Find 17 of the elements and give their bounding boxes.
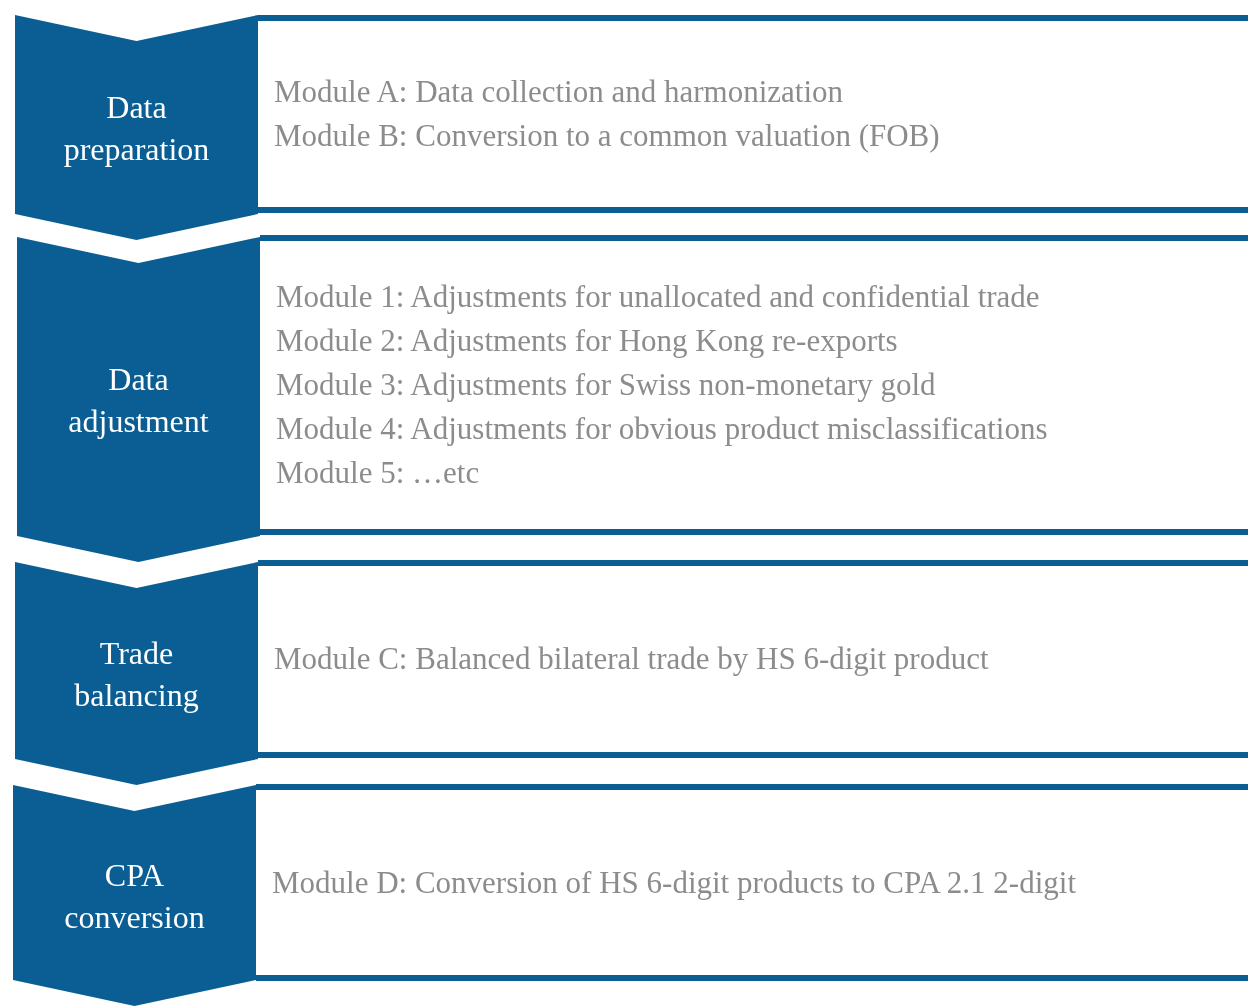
module-panel bbox=[260, 235, 1248, 535]
stage-label: Data preparation bbox=[62, 87, 211, 169]
module-text: Module 2: Adjustments for Hong Kong re-exports bbox=[276, 322, 898, 360]
module-text: Module A: Data collection and harmonization bbox=[274, 73, 844, 111]
stage-label: CPA conversion bbox=[63, 855, 206, 937]
stage-label: Trade balancing bbox=[73, 633, 200, 715]
module-panel bbox=[258, 560, 1248, 758]
module-text: Module 5: …etc bbox=[276, 454, 480, 492]
module-panel bbox=[256, 784, 1248, 981]
module-text: Module D: Conversion of HS 6-digit products to CPA 2.1 2-digit bbox=[272, 863, 1077, 902]
module-text: Module 3: Adjustments for Swiss non-monetary gold bbox=[276, 366, 936, 404]
module-panel bbox=[258, 15, 1248, 213]
module-text: Module B: Conversion to a common valuation (FOB) bbox=[274, 117, 940, 155]
module-text: Module 4: Adjustments for obvious product misclassifications bbox=[276, 410, 1048, 448]
module-text: Module 1: Adjustments for unallocated and confidential trade bbox=[276, 278, 1040, 316]
stage-label: Data adjustment bbox=[67, 359, 210, 441]
module-text: Module C: Balanced bilateral trade by HS 6-digit product bbox=[274, 640, 989, 678]
